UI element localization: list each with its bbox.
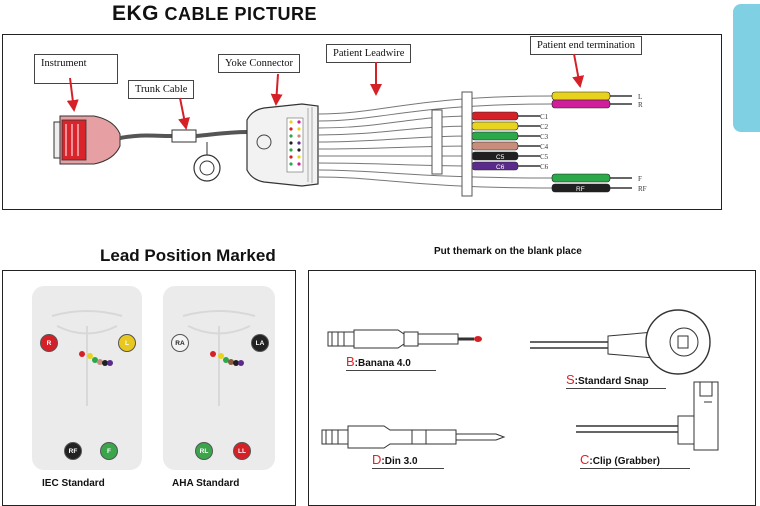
cable-diagram-frame: [2, 34, 722, 210]
lead-position-title: Lead Position Marked: [100, 246, 276, 265]
connector-types-title: Put themark on the blank place: [434, 246, 582, 257]
electrode-ll: LL: [233, 442, 251, 460]
lead-label-c2: C2: [540, 123, 549, 131]
leadwire-c6: [317, 162, 473, 167]
wire-separator: [431, 109, 443, 175]
instrument-label: Instrument: [34, 54, 118, 84]
lead-label-r: R: [638, 101, 643, 109]
clip-underline: [580, 468, 690, 469]
snap-connector-graphic: [530, 309, 711, 375]
page-title: EKG CABLE PICTURE: [112, 2, 317, 26]
banana-name: :Banana 4.0: [354, 358, 411, 369]
din-name: :Din 3.0: [381, 456, 418, 467]
electrode-rl: RL: [195, 442, 213, 460]
yoke-body-stripes: [307, 107, 313, 183]
wire-separator: [461, 91, 473, 197]
lead-tip-label-rf: RF: [576, 186, 585, 193]
aha-torso-image: RA LA RL LL: [163, 286, 275, 470]
leadwire-c4: [317, 145, 473, 150]
iec-torso-image: R L RF F: [32, 286, 142, 470]
lead-label-rf: RF: [638, 185, 647, 193]
electrode-f: F: [100, 442, 118, 460]
iec-torso-graphic: [51, 310, 123, 406]
trunk-cable-label: Trunk Cable: [128, 80, 195, 99]
snap-caption: S:Standard Snap: [566, 372, 649, 387]
snap-underline: [566, 388, 666, 389]
title-rest: CABLE PICTURE: [164, 4, 318, 24]
lead-label-c3: C3: [540, 133, 549, 141]
aha-standard-caption: AHA Standard: [172, 478, 240, 489]
snap-letter: S: [566, 372, 575, 387]
banana-connector-graphic: [327, 329, 482, 349]
lead-connector-c5: [471, 151, 519, 161]
yoke-connector-label: Yoke Connector: [218, 54, 301, 73]
lead-connector-c2: [471, 121, 519, 131]
side-tab[interactable]: [733, 4, 760, 132]
lead-tip-label-c6: C6: [496, 164, 505, 171]
lead-tip-label-c5: C5: [496, 154, 505, 161]
banana-caption: B:Banana 4.0: [346, 354, 411, 369]
aha-chest-electrodes: [210, 351, 244, 366]
patient-leadwire-label: Patient Leadwire: [326, 44, 412, 63]
leadwire-r: [317, 103, 553, 122]
lead-label-c5: C5: [540, 153, 549, 161]
snap-name: :Standard Snap: [574, 376, 649, 387]
lead-label-c6: C6: [540, 163, 549, 171]
leadwire-c2: [317, 125, 473, 136]
din-connector-graphic: [321, 425, 506, 449]
lead-label-f: F: [638, 175, 642, 183]
title-ekg: EKG: [112, 2, 160, 25]
banana-underline: [346, 370, 436, 371]
iec-standard-caption: IEC Standard: [42, 478, 105, 489]
connector-graphics: [321, 309, 719, 451]
electrode-rf: RF: [64, 442, 82, 460]
lead-label-l: L: [638, 93, 642, 101]
patient-end-termination-label: Patient end termination: [530, 36, 642, 55]
clip-letter: C: [580, 452, 590, 467]
electrode-r: R: [40, 334, 58, 352]
yoke-pins: [289, 120, 301, 166]
lead-connector-c1: [471, 111, 519, 121]
din-caption: D:Din 3.0: [372, 452, 418, 467]
leadwire-l: [317, 95, 553, 115]
lead-connector-c4: [471, 141, 519, 151]
lead-label-c4: C4: [540, 143, 549, 151]
din-underline: [372, 468, 444, 469]
din-letter: D: [372, 452, 382, 467]
iec-chest-electrodes: [79, 351, 113, 366]
clip-name: :Clip (Grabber): [589, 456, 660, 467]
aha-torso-graphic: [182, 310, 256, 406]
electrode-l: L: [118, 334, 136, 352]
instrument-connector-graphic: [53, 115, 121, 165]
lead-connector-c3: [471, 131, 519, 141]
banana-letter: B: [346, 354, 355, 369]
leadwire-rf: [317, 176, 553, 189]
electrode-la: LA: [251, 334, 269, 352]
lead-connector-c6: [471, 161, 519, 171]
clip-connector-graphic: [576, 381, 719, 451]
leadwire-f: [317, 169, 553, 179]
electrode-ra: RA: [171, 334, 189, 352]
clip-caption: C:Clip (Grabber): [580, 452, 660, 467]
lead-label-c1: C1: [540, 113, 549, 121]
lead-connector-l: [551, 91, 611, 101]
leadwire-c1: [317, 115, 473, 129]
leadwire-c3: [317, 135, 473, 143]
lead-connector-f: [551, 173, 611, 183]
lead-connector-r: [551, 99, 611, 109]
